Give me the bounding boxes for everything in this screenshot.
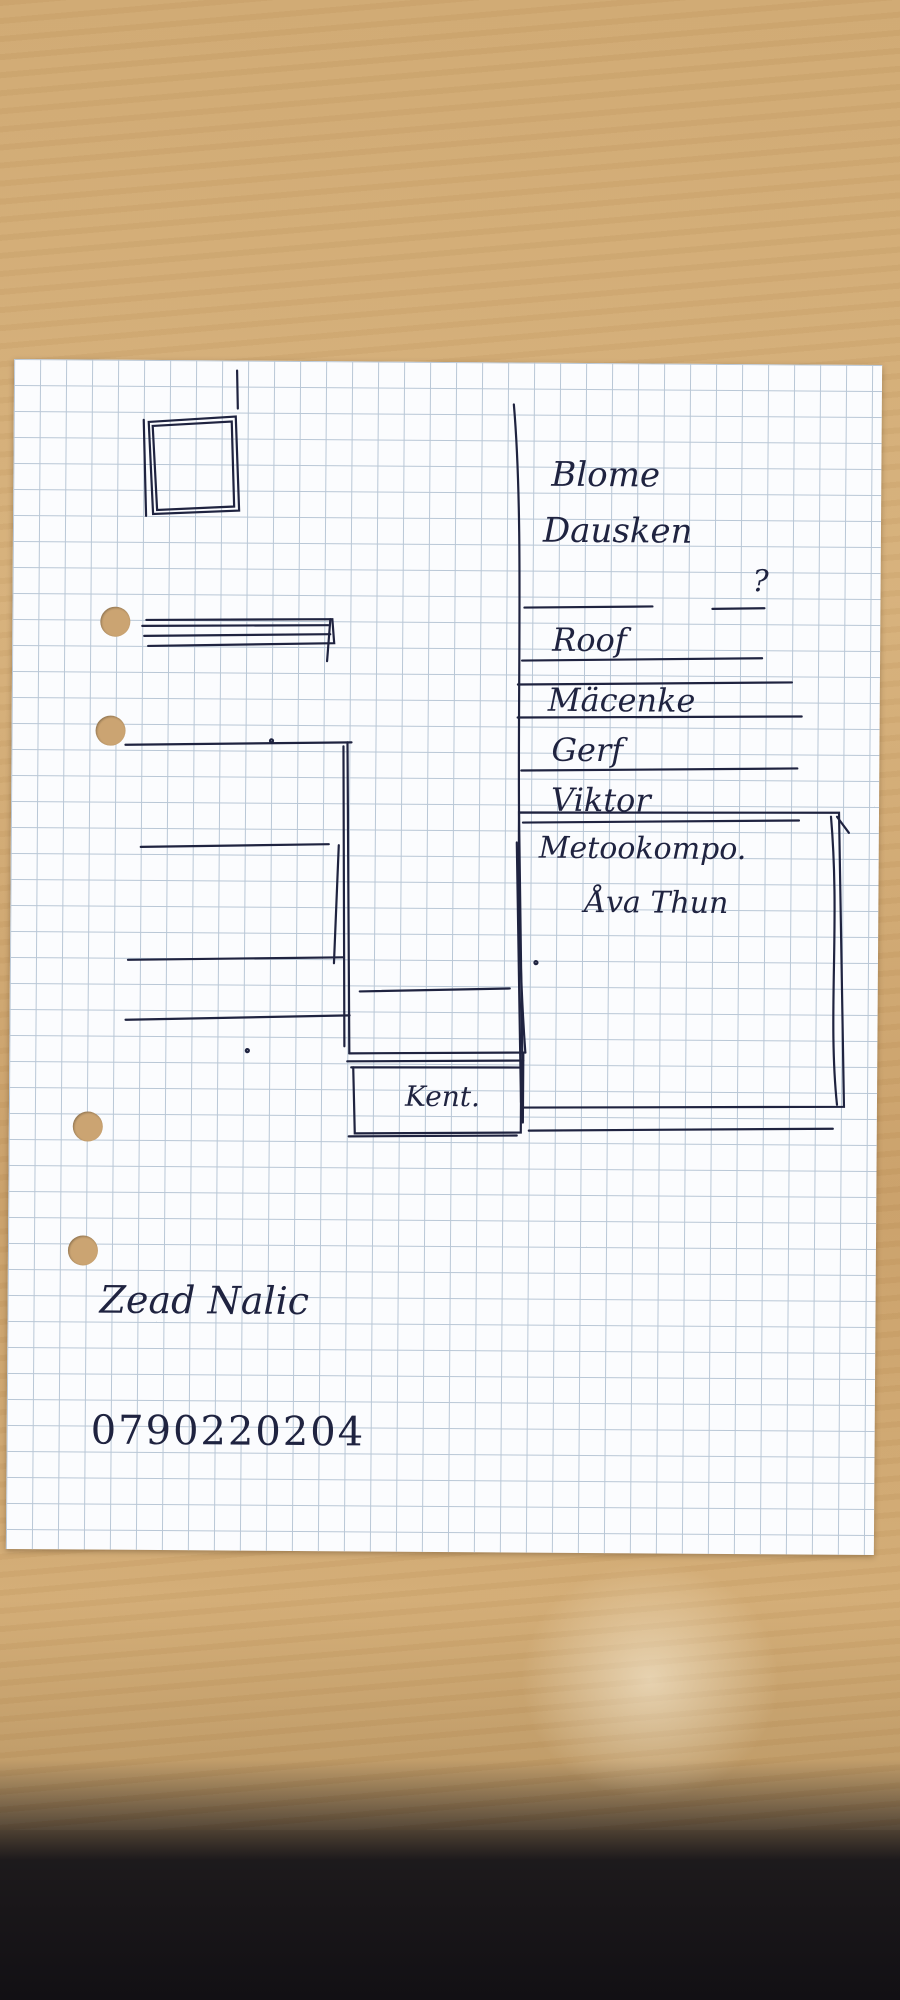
- panel-title: Metookompo.: [538, 830, 747, 868]
- menu-item-viktor: Viktor: [550, 780, 651, 820]
- menu-item-macenke: Mäcenke: [547, 680, 696, 720]
- menu-item-question: ?: [752, 564, 769, 600]
- menu-item-blome: Blome: [551, 454, 661, 496]
- logo-placeholder-square: [142, 369, 241, 518]
- menu-item-gerf: Gerf: [551, 730, 624, 770]
- menu-underlines-sketch: [516, 605, 803, 824]
- vertical-divider-sketch: [512, 403, 527, 1124]
- panel-subtitle: Åva Thun: [584, 884, 729, 921]
- menu-item-dausken: Dausken: [542, 510, 693, 552]
- author-name: Zead Nalic: [99, 1277, 310, 1324]
- wireframe-sketch: [124, 369, 850, 1138]
- box-label: Kent.: [404, 1079, 481, 1114]
- right-panel-sketch: [517, 811, 850, 1109]
- header-bar-sketch: [141, 618, 336, 663]
- menu-item-roof: Roof: [552, 620, 627, 660]
- left-column-sketch: [124, 741, 353, 1055]
- bottom-connector-sketch: [346, 987, 834, 1138]
- graph-paper-sheet: Blome Dausken ? Roof Mäcenke Gerf Viktor…: [5, 358, 883, 1556]
- phone-number: 0790220204: [90, 1407, 366, 1456]
- light-reflection: [520, 1560, 780, 1800]
